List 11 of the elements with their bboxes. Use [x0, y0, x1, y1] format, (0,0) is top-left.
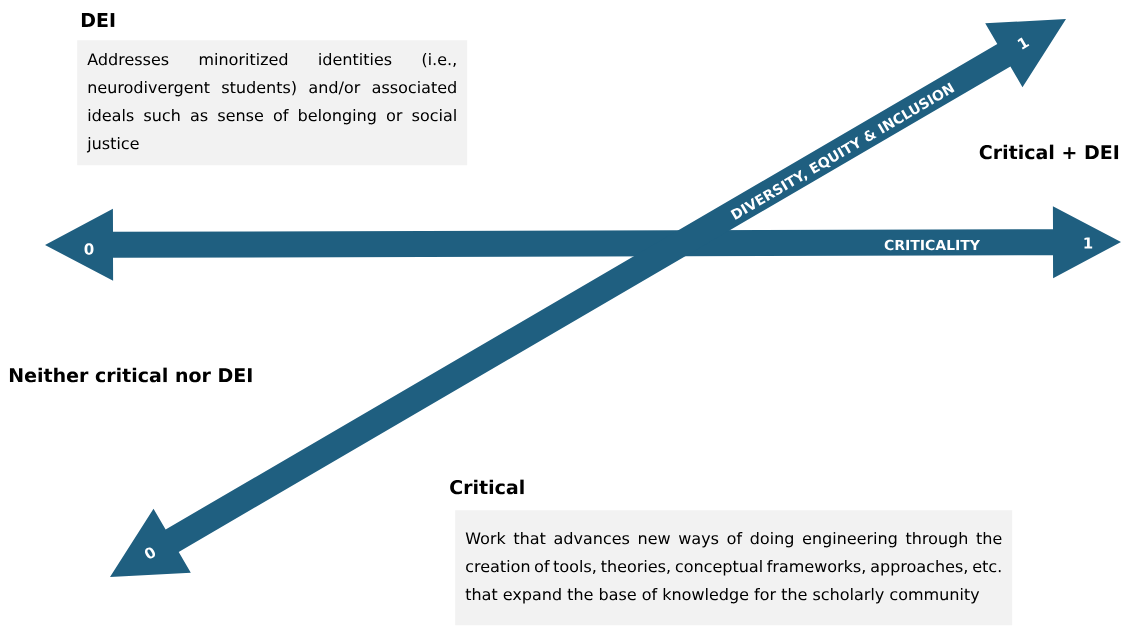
axis-end-value: 1 [1084, 237, 1093, 249]
quadrant-label: Critical + DEI [979, 144, 1119, 160]
text-box: Work that advances new ways of doing engineering through the creation of tools, theories, conceptual frameworks, approaches, etc. that expand the base of knowledge for the scholarly community [455, 510, 1013, 626]
text-box: Addresses minoritized identities (i.e., neurodivergent students) and/or associated ideals such as sense of belonging or social justice [77, 40, 468, 166]
axis-end-value: 0 [84, 243, 94, 255]
axis-label: CRITICALITY [884, 239, 981, 251]
heading: DEI [81, 13, 115, 27]
axis-end-value: 0 [145, 547, 156, 559]
quadrant-label: Neither critical nor DEI [9, 367, 252, 383]
heading: Critical [450, 479, 524, 495]
axis-end-value: 1 [1017, 37, 1030, 50]
